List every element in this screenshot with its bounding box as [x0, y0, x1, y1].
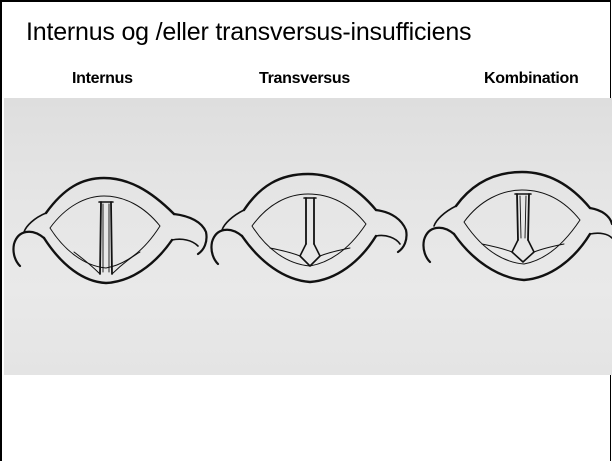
slide-title: Internus og /eller transversus-insuffici…: [26, 18, 471, 47]
label-internus: Internus: [72, 70, 133, 88]
larynx-kombination-figure: [423, 172, 612, 280]
larynx-illustration: [4, 98, 612, 375]
label-kombination: Kombination: [484, 70, 578, 88]
label-transversus: Transversus: [259, 70, 350, 88]
larynx-internus-figure: [13, 178, 206, 283]
larynx-transversus-figure: [211, 174, 406, 282]
